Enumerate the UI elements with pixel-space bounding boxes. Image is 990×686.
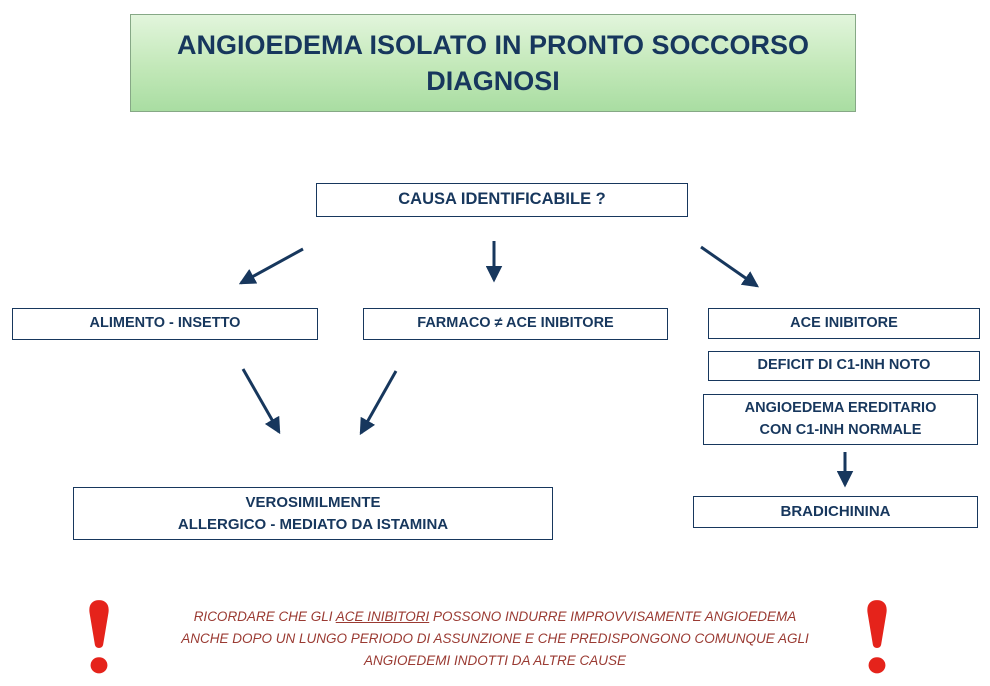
footnote-line1: RICORDARE CHE GLI ACE INIBITORI POSSONO …: [120, 606, 870, 628]
node-bradichinina: BRADICHININA: [693, 496, 978, 528]
node-alimento-label: ALIMENTO - INSETTO: [89, 315, 241, 332]
node-ereditario-line2: CON C1-INH NORMALE: [759, 421, 922, 438]
arrow-question-to-alimento: [238, 247, 304, 285]
node-ace-inibitore: ACE INIBITORE: [708, 308, 980, 339]
node-causa-identificabile: CAUSA IDENTIFICABILE ?: [316, 183, 688, 217]
footnote-line2: ANCHE DOPO UN LUNGO PERIODO DI ASSUNZION…: [181, 630, 809, 646]
node-verosimilmente-allergico: VEROSIMILMENTE ALLERGICO - MEDIATO DA IS…: [73, 487, 553, 540]
footnote-line3: ANGIOEDEMI INDOTTI DA ALTRE CAUSE: [363, 652, 627, 668]
title-line1: ANGIOEDEMA ISOLATO IN PRONTO SOCCORSO: [176, 29, 810, 60]
exclamation-icon-right: [867, 600, 887, 674]
node-verosimile-line2: ALLERGICO - MEDIATO DA ISTAMINA: [177, 515, 449, 533]
title-line2: DIAGNOSI: [426, 66, 560, 96]
exclamation-icon-left: [89, 600, 109, 674]
footnote-line1-pre: RICORDARE CHE GLI: [193, 609, 336, 624]
arrow-question-to-ace: [700, 245, 760, 288]
footnote-line1-post: POSSONO INDURRE IMPROVVISAMENTE ANGIOEDE…: [429, 609, 797, 624]
node-ereditario-line1: ANGIOEDEMA EREDITARIO: [744, 400, 937, 417]
arrow-alimento-to-result: [241, 368, 281, 435]
node-verosimile-line1: VEROSIMILMENTE: [245, 493, 381, 511]
footnote: RICORDARE CHE GLI ACE INIBITORI POSSONO …: [120, 606, 870, 672]
node-bradichinina-label: BRADICHININA: [780, 503, 891, 521]
title-banner: ANGIOEDEMA ISOLATO IN PRONTO SOCCORSO DI…: [130, 14, 856, 112]
node-deficit-label: DEFICIT DI C1-INH NOTO: [757, 357, 931, 374]
node-ace-label: ACE INIBITORE: [790, 314, 898, 331]
arrow-farmaco-to-result: [359, 370, 398, 436]
node-farmaco-label: FARMACO ≠ ACE INIBITORE: [417, 315, 614, 332]
node-angioedema-ereditario: ANGIOEDEMA EREDITARIO CON C1-INH NORMALE: [703, 394, 978, 445]
node-alimento-insetto: ALIMENTO - INSETTO: [12, 308, 318, 340]
node-causa-label: CAUSA IDENTIFICABILE ?: [398, 190, 606, 209]
node-farmaco-non-ace: FARMACO ≠ ACE INIBITORE: [363, 308, 668, 340]
footnote-ace-inibitori-underlined: ACE INIBITORI: [335, 609, 430, 624]
node-deficit-c1-inh: DEFICIT DI C1-INH NOTO: [708, 351, 980, 381]
